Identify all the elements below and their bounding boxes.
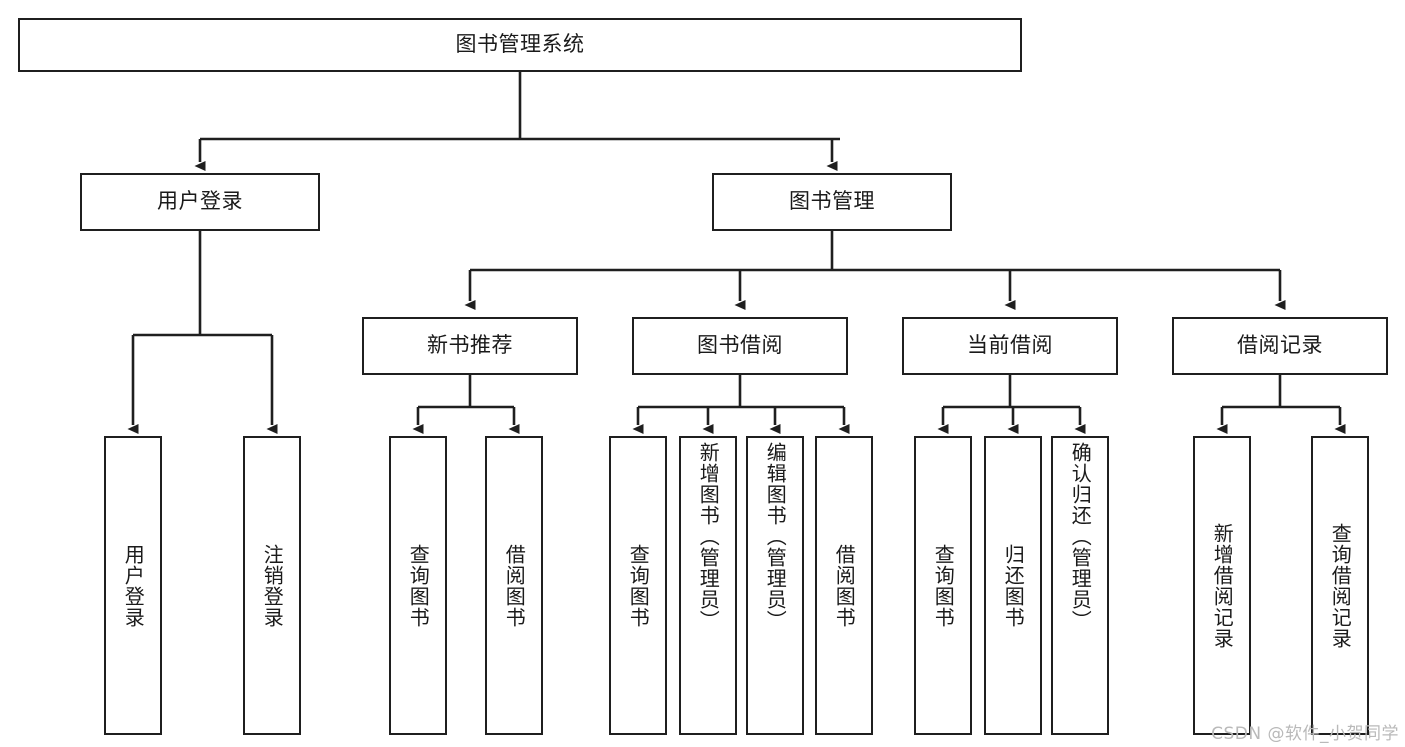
leaf-label: 编辑图书（管理员） xyxy=(763,442,788,631)
leaf-label: 查询图书 xyxy=(626,543,651,628)
leaf-label: 归还图书 xyxy=(1001,543,1026,628)
node-label: 新书推荐 xyxy=(427,333,513,358)
leaf-return-book[interactable]: 归还图书 xyxy=(984,436,1042,735)
leaf-borrow-book[interactable]: 借阅图书 xyxy=(815,436,873,735)
node-user-login[interactable]: 用户登录 xyxy=(80,173,320,231)
node-label: 当前借阅 xyxy=(967,333,1053,358)
node-root-book-management-system[interactable]: 图书管理系统 xyxy=(18,18,1022,72)
leaf-borrow-book-newbook[interactable]: 借阅图书 xyxy=(485,436,543,735)
node-book-borrowing[interactable]: 图书借阅 xyxy=(632,317,848,375)
leaf-add-borrow-record[interactable]: 新增借阅记录 xyxy=(1193,436,1251,735)
leaf-label: 借阅图书 xyxy=(832,543,857,628)
leaf-query-book-newbook[interactable]: 查询图书 xyxy=(389,436,447,735)
leaf-label: 注销登录 xyxy=(260,543,285,628)
node-new-book-recommendation[interactable]: 新书推荐 xyxy=(362,317,578,375)
leaf-label: 查询图书 xyxy=(931,543,956,628)
node-book-management[interactable]: 图书管理 xyxy=(712,173,952,231)
node-label: 借阅记录 xyxy=(1237,333,1323,358)
node-label: 图书管理系统 xyxy=(455,32,585,57)
leaf-edit-book-admin[interactable]: 编辑图书（管理员） xyxy=(746,436,804,735)
node-label: 图书管理 xyxy=(789,189,875,214)
node-label: 图书借阅 xyxy=(697,333,783,358)
leaf-label: 用户登录 xyxy=(121,543,146,628)
leaf-query-book-borrow[interactable]: 查询图书 xyxy=(609,436,667,735)
leaf-label: 借阅图书 xyxy=(502,543,527,628)
leaf-user-login[interactable]: 用户登录 xyxy=(104,436,162,735)
leaf-query-borrow-record[interactable]: 查询借阅记录 xyxy=(1311,436,1369,735)
leaf-label: 新增图书（管理员） xyxy=(696,442,721,631)
leaf-label: 新增借阅记录 xyxy=(1210,522,1235,649)
leaf-confirm-return-admin[interactable]: 确认归还（管理员） xyxy=(1051,436,1109,735)
leaf-label: 查询图书 xyxy=(406,543,431,628)
node-borrowing-record[interactable]: 借阅记录 xyxy=(1172,317,1388,375)
leaf-label: 确认归还（管理员） xyxy=(1068,442,1093,631)
node-current-borrowing[interactable]: 当前借阅 xyxy=(902,317,1118,375)
leaf-logout[interactable]: 注销登录 xyxy=(243,436,301,735)
node-label: 用户登录 xyxy=(157,189,243,214)
leaf-query-book-current[interactable]: 查询图书 xyxy=(914,436,972,735)
leaf-add-book-admin[interactable]: 新增图书（管理员） xyxy=(679,436,737,735)
leaf-label: 查询借阅记录 xyxy=(1328,522,1353,649)
